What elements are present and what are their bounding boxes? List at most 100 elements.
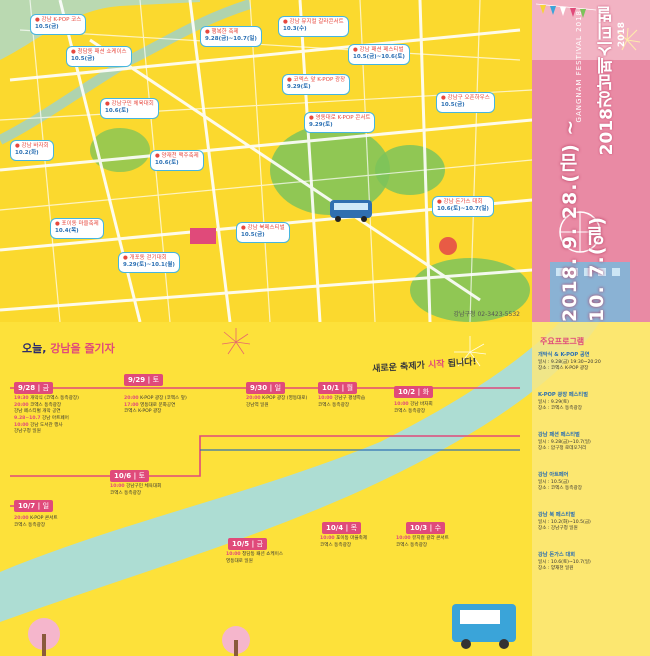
map-callout[interactable]: ● 강남 바자회 10.2(화) — [10, 140, 54, 161]
day-of-week: 일 — [42, 502, 50, 510]
program-name: 개막식 & K-POP 공연 — [538, 352, 590, 358]
schedule-section: 오늘, 강남을 즐기자 새로운 축제가 시작 됩니다! 9/28 | 금 19:… — [0, 322, 650, 656]
event-time: 10:00 — [320, 536, 335, 541]
program-name: 강남 아트페어 — [538, 472, 569, 478]
festival-map: ● 강남 K-POP 코스 10.5(금) ● 청담동 패션 쇼케이스 10.5… — [0, 0, 532, 322]
day-date: 9/30 — [250, 384, 268, 392]
callout-date: 10.4(목) — [55, 228, 79, 235]
program-line: 일시 : 10.5(금) — [538, 479, 569, 485]
event-row: 강남구청 일원 — [14, 429, 79, 436]
map-callout[interactable]: ● 강남 돈가스 대회 10.6(토)~10.7(일) — [432, 196, 494, 217]
program-name: 강남 북 페스티벌 — [538, 512, 576, 518]
program-item[interactable]: K-POP 광장 페스티벌 일시 : 9.29(토) 장소 : 코엑스 동측광장 — [538, 392, 646, 413]
event-desc: 코엑스 동측광장 — [320, 542, 352, 548]
map-callout[interactable]: ● 강남 북페스티벌 10.5(금) — [236, 222, 290, 243]
callout-event: ● 행복한 축제 — [205, 29, 239, 35]
event-desc: 코엑스 동측광장 — [110, 490, 142, 496]
program-item[interactable]: 개막식 & K-POP 공연 일시 : 9.28(금) 19:30~20:20 … — [538, 352, 646, 373]
day-tab[interactable]: 10/6 | 토 — [110, 470, 150, 482]
program-line: 장소 : 코엑스 동측광장 — [538, 486, 582, 492]
program-item[interactable]: 강남 패션 페스티벌 일시 : 9.28(금)~10.7(일) 장소 : 압구정… — [538, 432, 646, 453]
map-callout[interactable]: ● 개포동 걷기대회 9.29(토)~10.1(월) — [118, 252, 180, 273]
event-row: 10:00 청담동 패션 쇼케이스 — [226, 552, 283, 559]
event-time: 10:00 — [394, 402, 409, 407]
event-desc: 청담동 패션 쇼케이스 — [242, 552, 284, 557]
callout-date: 9.29(토) — [309, 122, 333, 129]
day-tab[interactable]: 10/4 | 목 — [322, 522, 362, 534]
map-callout[interactable]: ● 양재천 맥주축제 10.6(토) — [150, 150, 204, 171]
event-desc: 코엑스 동측광장 — [14, 522, 46, 528]
event-time: 10:00 — [226, 552, 241, 557]
event-row: 20:00 K-POP 광장 (영동대로) — [246, 396, 307, 403]
event-time: 9.28~10.7 — [14, 415, 41, 421]
callout-date: 10.5(금) — [441, 102, 465, 109]
event-row: 10:00 강남구 평생학습 — [318, 396, 365, 403]
main-programs-title: 주요프로그램 — [540, 337, 585, 346]
map-callout[interactable]: ● 포이동 마을축제 10.4(목) — [50, 218, 104, 239]
day-tab[interactable]: 10/7 | 일 — [14, 500, 54, 512]
event-desc: 코엑스 동측광장 — [30, 402, 62, 408]
day-events: 19:30 개막식 (코엑스 동측광장) 20:00 코엑스 동측광장 강남 페… — [14, 396, 79, 436]
program-item[interactable]: 강남 아트페어 일시 : 10.5(금) 장소 : 코엑스 동측광장 — [538, 472, 646, 493]
event-row: 10:00 뮤지컬 갈라 콘서트 — [396, 536, 449, 543]
day-tab[interactable]: 9/29 | 토 — [124, 374, 164, 386]
day-tab[interactable]: 10/5 | 금 — [228, 538, 268, 550]
event-row: 10:00 포이동 마을축제 — [320, 536, 367, 543]
day-events: 10:00 뮤지컬 갈라 콘서트 코엑스 동측광장 — [396, 536, 449, 549]
event-time: 20:00 — [124, 396, 139, 401]
event-desc: 코엑스 K-POP 광장 — [124, 409, 162, 415]
day-events: 20:00 K-POP 광장 (영동대로) 강남역 일원 — [246, 396, 307, 409]
map-callout[interactable]: ● 영동대로 K-POP 콘서트 9.29(토) — [304, 112, 376, 133]
map-callout[interactable]: ● 강남구민 체육대회 10.6(토) — [100, 98, 159, 119]
map-credit: 강남구청 02-3423-5532 — [453, 311, 521, 318]
map-callout[interactable]: ● 강남구 오픈하우스 10.5(금) — [436, 92, 495, 113]
map-callout[interactable]: ● 코엑스 앞 K-POP 광장 9.29(토) — [282, 74, 351, 95]
day-tab[interactable]: 10/1 | 월 — [318, 382, 358, 394]
bunting-icon — [536, 3, 596, 18]
event-row: 코엑스 K-POP 광장 — [124, 409, 187, 416]
program-line: 장소 : 코엑스 K-POP 광장 — [538, 366, 589, 372]
map-callout[interactable]: ● 강남 패션 페스티벌 10.5(금)~10.6(토) — [348, 44, 410, 65]
program-line: 일시 : 10.2(화)~10.5(금) — [538, 519, 591, 525]
map-callout[interactable]: ● 강남 뮤지컬 갈라콘서트 10.3(수) — [278, 16, 349, 37]
event-row: 강남역 일원 — [246, 403, 307, 410]
program-item[interactable]: 강남 북 페스티벌 일시 : 10.2(화)~10.5(금) 장소 : 강남구청… — [538, 512, 646, 533]
day-events: 10:00 청담동 패션 쇼케이스 영동대로 일원 — [226, 552, 283, 565]
event-desc: 강남 아트페어 — [42, 415, 69, 421]
event-desc: 강남 도서관 행사 — [30, 422, 63, 428]
program-line: 장소 : 양재천 일원 — [538, 566, 574, 572]
callout-event: ● 개포동 걷기대회 — [123, 255, 167, 261]
day-tab[interactable]: 10/2 | 화 — [394, 386, 434, 398]
day-date: 9/29 — [128, 376, 146, 384]
program-line: 일시 : 9.28(금) 19:30~20:20 — [538, 359, 601, 365]
day-of-week: 일 — [274, 384, 282, 392]
callout-event: ● 강남 바자회 — [15, 143, 49, 149]
event-row: 코엑스 동측광장 — [396, 543, 449, 550]
event-row: 19:30 개막식 (코엑스 동측광장) — [14, 396, 79, 403]
day-of-week: 금 — [256, 540, 264, 548]
day-of-week: 화 — [422, 388, 430, 396]
day-tab[interactable]: 9/30 | 일 — [246, 382, 286, 394]
day-events: 20:00 K-POP 콘서트 코엑스 동측광장 — [14, 516, 58, 529]
event-desc: 강남구청 일원 — [14, 429, 41, 435]
event-row: 코엑스 동측광장 — [110, 491, 161, 498]
map-callout[interactable]: ● 청담동 패션 쇼케이스 10.5(금) — [66, 46, 132, 67]
program-item[interactable]: 강남 돈가스 대회 일시 : 10.6(토)~10.7(일) 장소 : 양재천 … — [538, 552, 646, 573]
event-desc: 강남구민 체육대회 — [126, 484, 162, 489]
event-time: 10:00 — [396, 536, 411, 541]
day-date: 9/28 — [18, 384, 36, 392]
callout-event: ● 양재천 맥주축제 — [155, 153, 199, 159]
day-tab[interactable]: 10/3 | 수 — [406, 522, 446, 534]
day-tab[interactable]: 9/28 | 금 — [14, 382, 54, 394]
map-callout[interactable]: ● 강남 K-POP 코스 10.5(금) — [30, 14, 87, 35]
map-callout[interactable]: ● 행복한 축제 9.28(금)~10.7(일) — [200, 26, 262, 47]
event-desc: 영동대로 문화공연 — [140, 402, 176, 408]
event-desc: 강남구 평생학습 — [334, 396, 366, 401]
event-row: 코엑스 동측광장 — [14, 523, 58, 530]
callout-event: ● 강남 K-POP 코스 — [35, 17, 82, 23]
program-line: 장소 : 코엑스 동측광장 — [538, 406, 582, 412]
main-programs: 주요프로그램 개막식 & K-POP 공연 일시 : 9.28(금) 19:30… — [532, 330, 650, 656]
day-of-week: 목 — [350, 524, 358, 532]
day-events: 20:00 K-POP 광장 (코엑스 앞) 17:00 영동대로 문화공연 코… — [124, 396, 187, 416]
day-of-week: 토 — [138, 472, 146, 480]
